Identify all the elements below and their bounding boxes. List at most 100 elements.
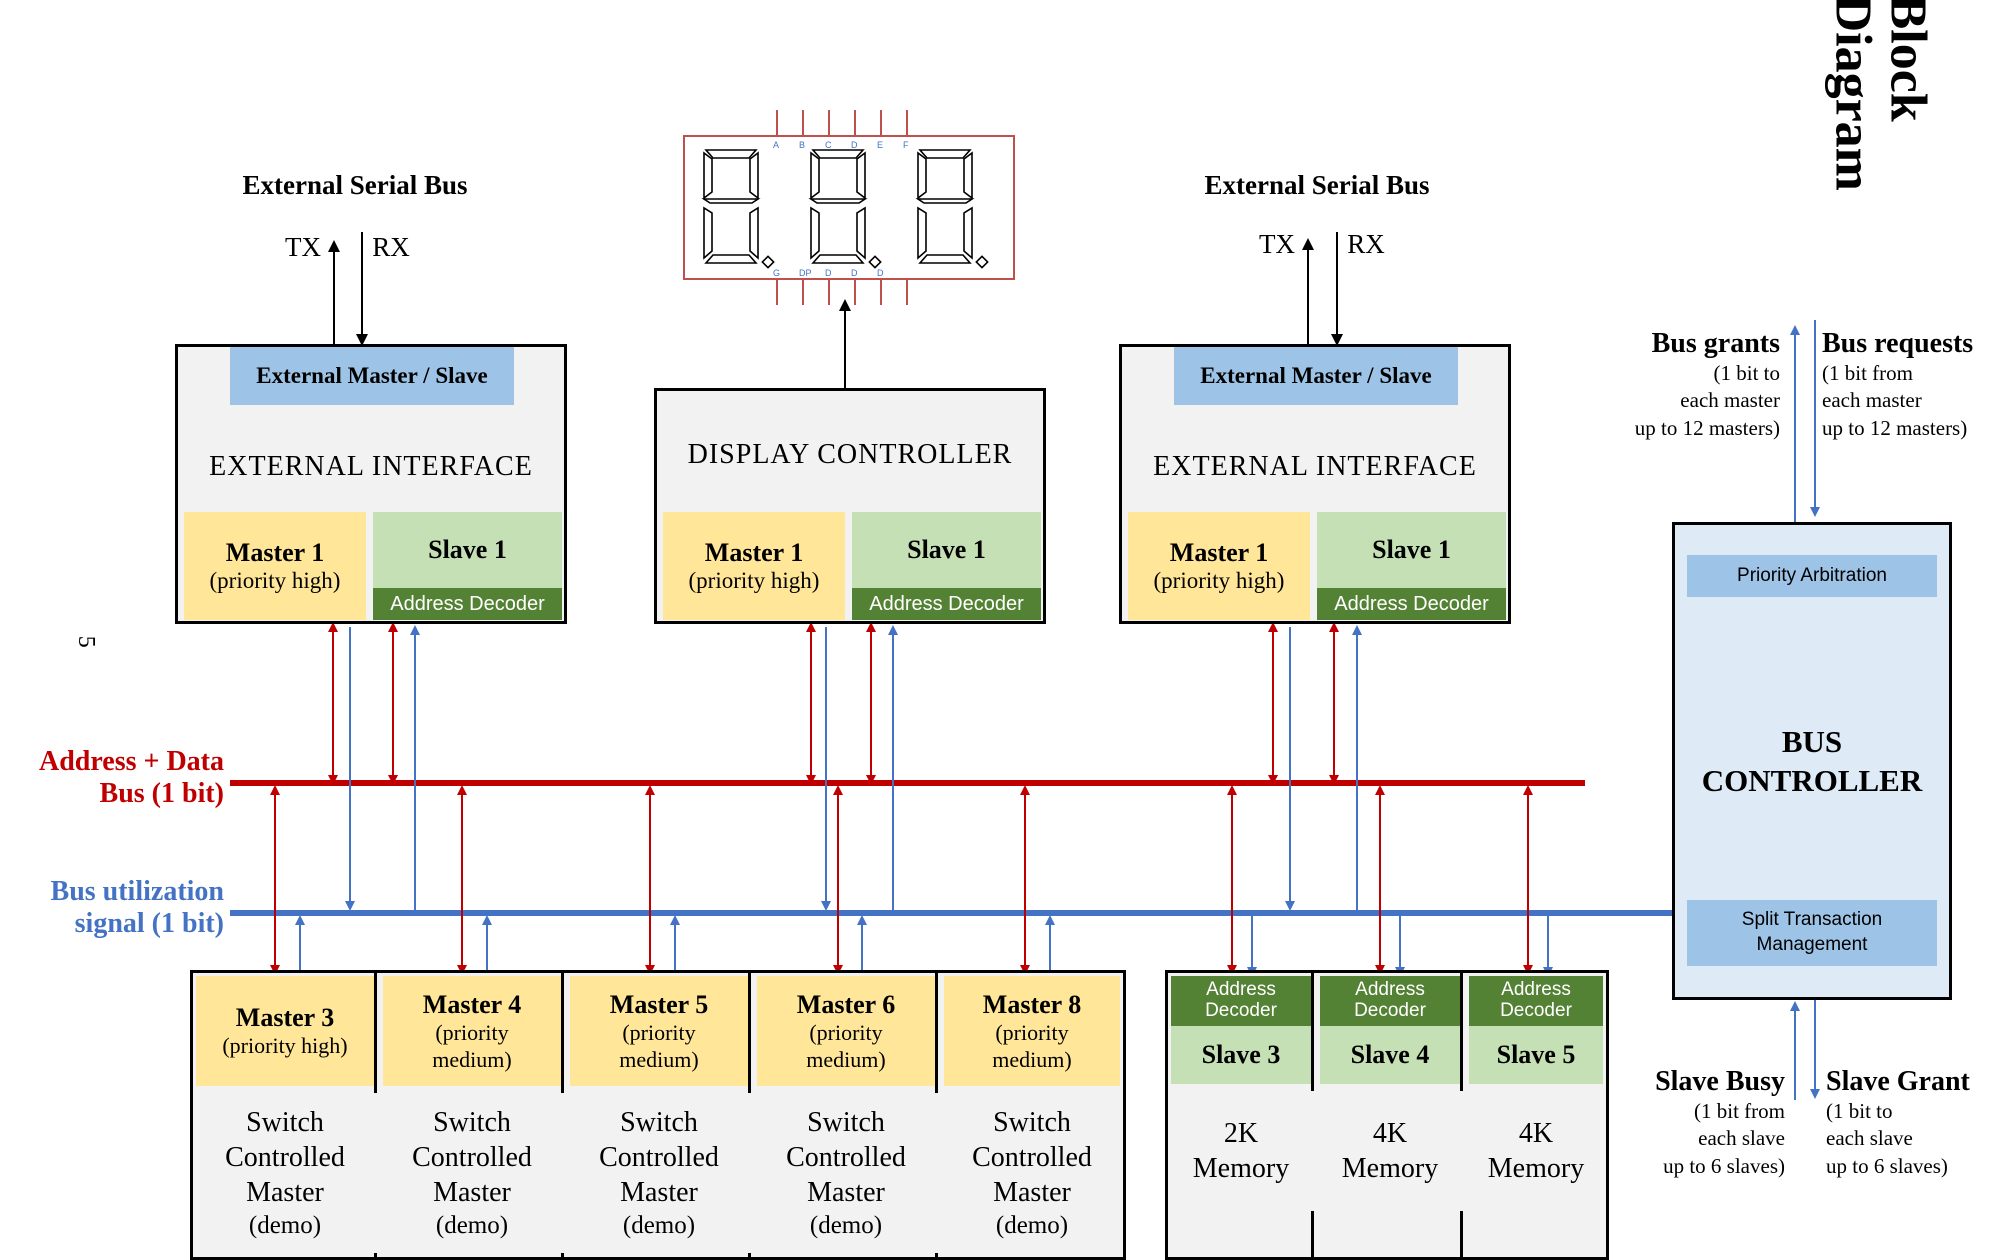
desc-line: (demo) (622, 1211, 696, 1239)
bus-controller-title-line1: BUS (1781, 724, 1843, 759)
master-6-column: Master 6 (priority medium) Switch Contro… (754, 973, 938, 1260)
seg-label: B (799, 140, 805, 150)
external-serial-bus-label-right: External Serial Bus (1204, 170, 1430, 200)
rx-label-left: RX (372, 232, 410, 262)
bus-grants-line: each master (1680, 388, 1780, 413)
bus-controller-title: BUS CONTROLLER (1675, 723, 1949, 801)
master-3-desc: Switch Controlled Master (demo) (193, 1093, 377, 1253)
display-controller: DISPLAY CONTROLLER Master 1 (priority hi… (654, 388, 1046, 624)
desc-line: Master (807, 1176, 885, 1208)
master-5-header: Master 5 (priority medium) (570, 976, 748, 1086)
lower-utilization-outputs (295, 915, 1055, 972)
slave-1-block: Slave 1 (373, 512, 562, 588)
desc-line: Switch (620, 1106, 698, 1138)
master-4-desc: Switch Controlled Master (demo) (380, 1093, 564, 1253)
memory-label: 2K Memory (1168, 1091, 1314, 1211)
seg-label: F (903, 140, 909, 150)
master-6-header: Master 6 (priority medium) (757, 976, 935, 1086)
address-decoder: Address Decoder (373, 588, 562, 620)
bus-utilization-label: Bus utilization signal (1 bit) (10, 876, 224, 940)
desc-line: (demo) (248, 1211, 322, 1239)
slave-grant-line: up to 6 slaves) (1826, 1153, 1948, 1178)
seg-label: D (851, 268, 858, 278)
master-priority: (priority (809, 1020, 883, 1046)
master-8-header: Master 8 (priority medium) (944, 976, 1120, 1086)
desc-line: Switch (993, 1106, 1071, 1138)
bus-controller-arrows (1790, 320, 1820, 1100)
master-name: Master 4 (422, 990, 522, 1020)
seg-label: A (773, 140, 779, 150)
desc-line: Master (246, 1176, 324, 1208)
desc-line: Switch (807, 1106, 885, 1138)
external-master-slave-label: External Master / Slave (230, 347, 514, 405)
external-interface-title: EXTERNAL INTERFACE (209, 451, 533, 482)
external-interface-right: External Master / Slave EXTERNAL INTERFA… (1119, 344, 1511, 624)
slave-1-block: Slave 1 (852, 512, 1041, 588)
upper-address-links (328, 622, 1339, 785)
master-3-header: Master 3 (priority high) (196, 976, 374, 1086)
bus-requests-label: Bus requests (1 bit from each master up … (1822, 328, 2000, 442)
lower-utilization-inputs (1247, 916, 1553, 977)
seg-label: C (825, 140, 832, 150)
split-line: Management (1756, 934, 1868, 955)
external-master-slave-label: External Master / Slave (1174, 347, 1458, 405)
slave-name: Slave 5 (1469, 1026, 1603, 1084)
master-priority: (priority (435, 1020, 509, 1046)
mem-line: Memory (1487, 1153, 1585, 1184)
master-4-header: Master 4 (priority medium) (383, 976, 561, 1086)
slave-busy-head: Slave Busy (1655, 1066, 1785, 1097)
mem-line: 4K (1372, 1118, 1408, 1149)
master-name: Master 1 (704, 538, 804, 567)
bus-requests-line: (1 bit from (1822, 361, 1913, 386)
master-priority: (priority high) (688, 568, 820, 593)
master-8-column: Master 8 (priority medium) Switch Contro… (941, 973, 1123, 1260)
desc-line: Master (620, 1176, 698, 1208)
external-interface-left: External Master / Slave EXTERNAL INTERFA… (175, 344, 567, 624)
master-3-column: Master 3 (priority high) Switch Controll… (193, 973, 377, 1260)
tx-label-right: TX (1259, 229, 1295, 259)
slave-busy-line: each slave (1698, 1126, 1785, 1151)
bus-requests-head: Bus requests (1822, 328, 1974, 359)
bus-utilization-label-line1: Bus utilization (50, 876, 224, 907)
bus-controller: Priority Arbitration BUS CONTROLLER Spli… (1672, 522, 1952, 1000)
desc-line: Controlled (599, 1141, 719, 1173)
desc-line: Controlled (972, 1141, 1092, 1173)
seg-label: G (773, 268, 780, 278)
bus-requests-line: each master (1822, 388, 1922, 413)
address-decoder: Address Decoder (1317, 588, 1506, 620)
decoder-line: Decoder (1500, 1000, 1572, 1021)
desc-line: Controlled (786, 1141, 906, 1173)
slave-5-column: Address Decoder Slave 5 4K Memory (1466, 973, 1606, 1260)
master-priority: medium) (432, 1046, 512, 1072)
split-line: Split Transaction (1741, 909, 1883, 931)
split-transaction-management: Split Transaction Management (1687, 900, 1937, 966)
address-data-bus-label: Address + Data Bus (1 bit) (10, 746, 224, 810)
slave-3-column: Address Decoder Slave 3 2K Memory (1168, 973, 1314, 1260)
seg-label: D (825, 268, 832, 278)
slave-grant-head: Slave Grant (1826, 1066, 1970, 1097)
master-priority: medium) (806, 1046, 886, 1072)
address-data-bus-label-line2: Bus (1 bit) (99, 778, 224, 810)
master-8-desc: Switch Controlled Master (demo) (941, 1093, 1123, 1253)
desc-line: (demo) (435, 1211, 509, 1239)
tx-rx-arrows (328, 232, 1343, 388)
master-priority: medium) (992, 1046, 1072, 1072)
seg-label: E (877, 140, 883, 150)
slave-grant-label: Slave Grant (1 bit to each slave up to 6… (1826, 1066, 2000, 1180)
desc-line: Master (993, 1176, 1071, 1208)
master-5-desc: Switch Controlled Master (demo) (567, 1093, 751, 1253)
desc-line: (demo) (809, 1211, 883, 1239)
memory-label: 4K Memory (1317, 1091, 1463, 1211)
slave-1-block: Slave 1 (1317, 512, 1506, 588)
memory-label: 4K Memory (1466, 1091, 1606, 1211)
seg-label: D (851, 140, 858, 150)
desc-line: (demo) (995, 1211, 1069, 1239)
master-4-column: Master 4 (priority medium) Switch Contro… (380, 973, 564, 1260)
master-priority: (priority high) (222, 1033, 348, 1059)
desc-line: Switch (246, 1106, 324, 1138)
slave-grant-line: each slave (1826, 1126, 1913, 1151)
address-decoder: Address Decoder (1171, 976, 1311, 1026)
slave-4-column: Address Decoder Slave 4 4K Memory (1317, 973, 1463, 1260)
master-1-block: Master 1 (priority high) (663, 512, 845, 620)
bus-requests-line: up to 12 masters) (1822, 415, 1968, 440)
